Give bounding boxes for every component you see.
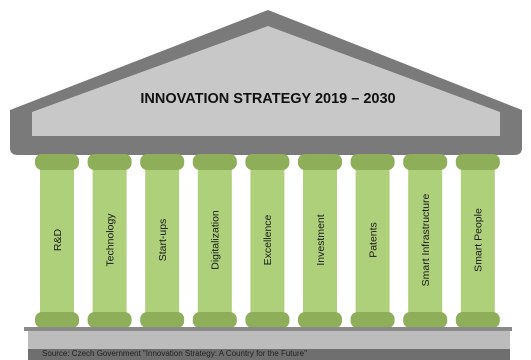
pillar-top-cap xyxy=(403,154,448,170)
pillar-bottom-cap xyxy=(35,312,79,328)
pillar-top-cap xyxy=(245,154,290,170)
pillar-label: R&D xyxy=(52,228,64,251)
pillar-top-cap xyxy=(298,154,342,170)
pillar-shaft xyxy=(303,168,337,316)
pillar-shaft xyxy=(460,168,495,316)
pillar: Start-ups xyxy=(140,154,185,328)
pillar-bottom-cap xyxy=(192,312,237,328)
base: Source: Czech Government "Innovation Str… xyxy=(24,327,512,360)
base-top-line xyxy=(24,327,512,331)
pillar-label: Smart Infrastructure xyxy=(420,193,432,286)
pillars: R&D Technology Start-ups Digitalization Exce… xyxy=(35,154,500,328)
pillar-top-cap xyxy=(35,154,79,170)
pillar: Smart Infrastructure xyxy=(403,154,448,328)
pillar-label: Technology xyxy=(104,213,116,267)
source-note: Source: Czech Government "Innovation Str… xyxy=(42,349,307,358)
pillar-bottom-cap xyxy=(455,312,500,328)
pillar-bottom-cap xyxy=(87,312,132,328)
pillar-label: Start-ups xyxy=(157,219,169,262)
pillar-bottom-cap xyxy=(140,312,185,328)
pillar-label: Excellence xyxy=(262,214,274,265)
pillar: Smart People xyxy=(455,154,500,328)
pillar-shaft xyxy=(408,168,443,316)
pillar: Patents xyxy=(350,154,395,328)
pillar-shaft xyxy=(197,168,232,316)
pillar-shaft xyxy=(40,168,74,316)
pillar-top-cap xyxy=(87,154,132,170)
pillar-top-cap xyxy=(455,154,500,170)
pillar-label: Investment xyxy=(315,214,327,265)
pillar-shaft xyxy=(250,168,285,316)
roof-inner xyxy=(32,26,500,136)
pillar-top-cap xyxy=(140,154,185,170)
pillar-bottom-cap xyxy=(298,312,342,328)
roof: INNOVATION STRATEGY 2019 – 2030 xyxy=(10,10,522,155)
base-slab xyxy=(28,331,510,349)
pillar: Excellence xyxy=(245,154,290,328)
pillar: Investment xyxy=(298,154,342,328)
pillar: Digitalization xyxy=(192,154,237,328)
diagram-title: INNOVATION STRATEGY 2019 – 2030 xyxy=(140,91,395,107)
pillar-shaft xyxy=(92,168,127,316)
pillar-top-cap xyxy=(350,154,395,170)
pillar-label: Patents xyxy=(367,222,379,258)
pillar-label: Smart People xyxy=(473,208,485,272)
pillar-bottom-cap xyxy=(245,312,290,328)
pillar-bottom-cap xyxy=(403,312,448,328)
pillar: Technology xyxy=(87,154,132,328)
pillar-shaft xyxy=(145,168,180,316)
base-shadow xyxy=(28,349,510,360)
pillar-shaft xyxy=(355,168,390,316)
pillar: R&D xyxy=(35,154,79,328)
pillar-top-cap xyxy=(192,154,237,170)
pillar-label: Digitalization xyxy=(210,210,222,270)
pillar-bottom-cap xyxy=(350,312,395,328)
